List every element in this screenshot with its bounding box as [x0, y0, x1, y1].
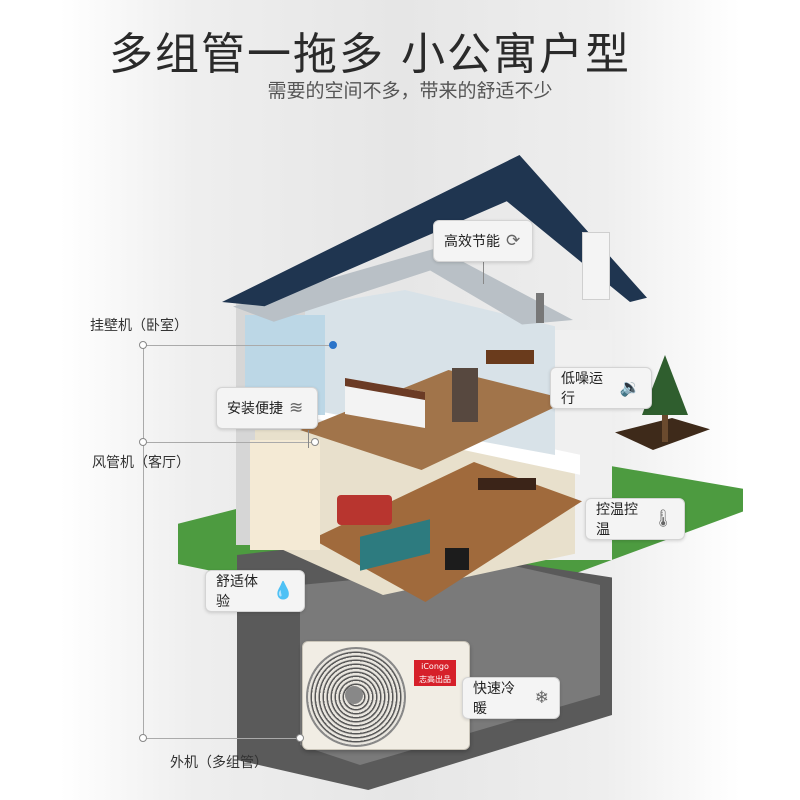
connector-outdoor-unit	[143, 738, 303, 739]
television	[445, 548, 469, 570]
wall-unit-marker	[329, 341, 337, 349]
wall-unit-label: 挂壁机（卧室）	[90, 318, 188, 334]
thermometer-icon: 🌡	[652, 509, 674, 529]
card-pin	[483, 262, 484, 284]
brand-badge-text: 志高出品	[419, 675, 451, 684]
vent-pipe	[536, 293, 544, 323]
connector-dot	[139, 438, 147, 446]
card-pin	[308, 430, 309, 448]
connector-vertical-line	[143, 345, 144, 738]
feature-card-energy: 高效节能 ⟳	[433, 220, 533, 262]
outdoor-unit-label: 外机（多组管）	[170, 755, 268, 771]
connector-wall-unit	[143, 345, 333, 346]
wardrobe	[452, 368, 478, 422]
feature-label: 低噪运行	[561, 371, 603, 407]
study-desk	[486, 350, 534, 364]
duct-unit-label: 风管机（客厅）	[92, 455, 190, 471]
feature-label: 安装便捷	[227, 401, 283, 417]
feature-label: 舒适体验	[216, 574, 258, 610]
sofa	[337, 495, 392, 525]
chimney	[582, 232, 610, 300]
water-drop-icon: 💧	[272, 581, 294, 601]
kitchen	[250, 440, 320, 550]
page-subtitle: 需要的空间不多，带来的舒适不少	[267, 80, 553, 102]
brand-name: iCongo	[421, 662, 449, 671]
connector-dot	[139, 734, 147, 742]
fan-hub	[345, 686, 363, 704]
energy-cycle-icon: ⟳	[506, 231, 521, 251]
page-title: 多组管一拖多 小公寓户型	[109, 29, 631, 80]
connector-dot	[139, 341, 147, 349]
duct-unit-marker	[311, 438, 319, 446]
brand-badge: iCongo 志高出品	[414, 660, 456, 686]
airflow-icon: ≋	[289, 398, 304, 418]
feature-label: 快速冷暖	[473, 681, 515, 717]
feature-card-quiet: 低噪运行 🔉	[550, 367, 652, 409]
feature-card-temperature: 控温控温 🌡	[585, 498, 685, 540]
feature-card-heating-cooling: 快速冷暖 ❄	[462, 677, 560, 719]
feature-card-comfort: 舒适体验 💧	[205, 570, 305, 612]
feature-label: 控温控温	[596, 502, 638, 538]
tree-trunk	[662, 400, 668, 442]
connector-duct-unit	[143, 442, 315, 443]
snowflake-icon: ❄	[534, 688, 549, 708]
outdoor-unit-marker	[296, 734, 304, 742]
feature-label: 高效节能	[444, 234, 500, 250]
feature-card-install: 安装便捷 ≋	[216, 387, 318, 429]
dining-table	[478, 478, 536, 490]
speaker-icon: 🔉	[619, 378, 641, 398]
